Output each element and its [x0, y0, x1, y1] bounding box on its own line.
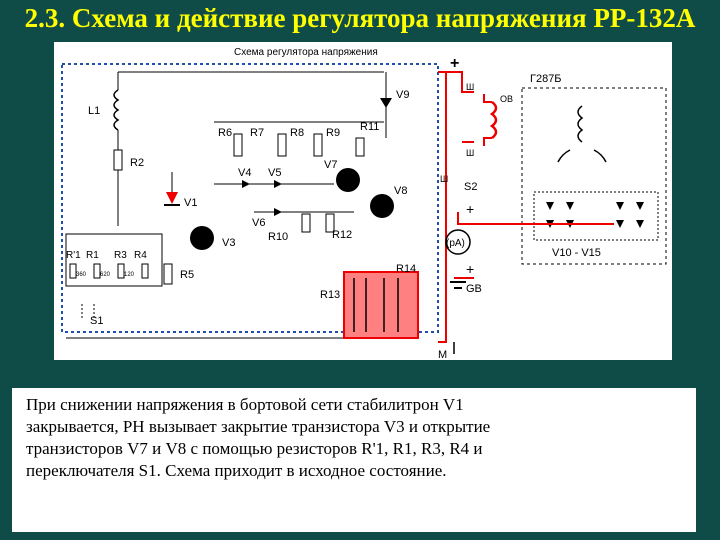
r11-resistor	[355, 137, 365, 157]
plus-top-label: +	[450, 55, 459, 72]
r14-label: R14	[396, 263, 416, 275]
m-label: М	[438, 349, 447, 360]
r2-resistor	[113, 149, 123, 171]
v3-label: V3	[222, 237, 235, 249]
val-a: 360	[76, 272, 87, 278]
rectifier-bridge	[533, 191, 659, 241]
r2-label: R2	[130, 157, 144, 169]
gb-label: GB	[466, 283, 482, 295]
r3-label: R3	[114, 250, 127, 261]
r8-label: R8	[290, 127, 304, 139]
caption-line-1: При снижении напряжения в бортовой сети …	[26, 395, 464, 414]
sh-top-label: Ш	[466, 82, 474, 92]
s1-label: S1	[90, 315, 103, 327]
plus-low-label: +	[466, 261, 474, 277]
sh-low-label: Ш	[440, 174, 448, 184]
r13-label: R13	[320, 289, 340, 301]
r10-label: R10	[268, 231, 288, 243]
generator-frame	[521, 87, 667, 265]
v7-transistor-icon	[336, 168, 360, 192]
v4-label: V4	[238, 167, 251, 179]
red-wire-top	[446, 71, 474, 93]
r9-label: R9	[326, 127, 340, 139]
caption-line-3: транзисторов V7 и V8 с помощью резисторо…	[26, 439, 483, 458]
val-c: 120	[124, 272, 135, 278]
caption-line-2: закрывается, РН вызывает закрытие транзи…	[26, 417, 490, 436]
l1-coil	[113, 89, 120, 131]
caption-line-4: переключателя S1. Схема приходит в исход…	[26, 461, 447, 480]
stator-winding	[557, 105, 607, 163]
r1p-label: R'1	[66, 250, 81, 261]
r11-label: R11	[360, 121, 379, 133]
s2-label: S2	[464, 181, 477, 193]
v9-label: V9	[396, 89, 409, 101]
v7-label: V7	[324, 159, 337, 171]
l1-label: L1	[88, 105, 100, 117]
diagram-caption: Схема регулятора напряжения	[234, 47, 378, 58]
r5-resistor	[163, 263, 173, 285]
v5-label: V5	[268, 167, 281, 179]
r5-label: R5	[180, 269, 194, 281]
resistor-bank	[65, 233, 163, 287]
v1-label: V1	[184, 197, 197, 209]
r6-resistor	[233, 133, 243, 157]
excitation-winding	[489, 101, 498, 139]
v1-zener-icon	[166, 192, 178, 204]
caption-box: При снижении напряжения в бортовой сети …	[12, 388, 696, 532]
ov-label: ОВ	[500, 94, 513, 104]
r12-resistor	[325, 213, 335, 233]
ammeter-label: (pA)	[446, 238, 465, 249]
regulator-frame	[61, 63, 439, 333]
circuit-schematic: Схема регулятора напряжения Г287Б V10 - …	[61, 47, 667, 361]
generator-label: Г287Б	[530, 73, 562, 85]
r7-label: R7	[250, 127, 264, 139]
sh-mid-label: Ш	[466, 148, 474, 158]
r4-label: R4	[134, 250, 147, 261]
r8-resistor	[277, 133, 287, 157]
v6-label: V6	[252, 217, 265, 229]
v8-label: V8	[394, 185, 407, 197]
red-wire-right	[438, 71, 447, 343]
regulator-diagram: Схема регулятора напряжения Г287Б V10 - …	[54, 42, 672, 361]
v8-transistor-icon	[370, 194, 394, 218]
red-wire-s2	[457, 212, 614, 225]
bridge-label: V10 - V15	[552, 247, 601, 259]
r12-label: R12	[332, 229, 352, 241]
plus-mid-label: +	[466, 201, 474, 217]
r13-r14-block	[343, 271, 419, 339]
slide-title: 2.3. Схема и действие регулятора напряже…	[24, 3, 696, 33]
r1-label: R1	[86, 250, 99, 261]
r10-resistor	[301, 213, 311, 233]
r9-resistor	[313, 133, 323, 157]
r6-label: R6	[218, 127, 232, 139]
v3-transistor-icon	[190, 226, 214, 250]
val-b: 620	[100, 272, 111, 278]
caption-text: При снижении напряжения в бортовой сети …	[26, 395, 490, 480]
ammeter-icon	[445, 229, 471, 255]
